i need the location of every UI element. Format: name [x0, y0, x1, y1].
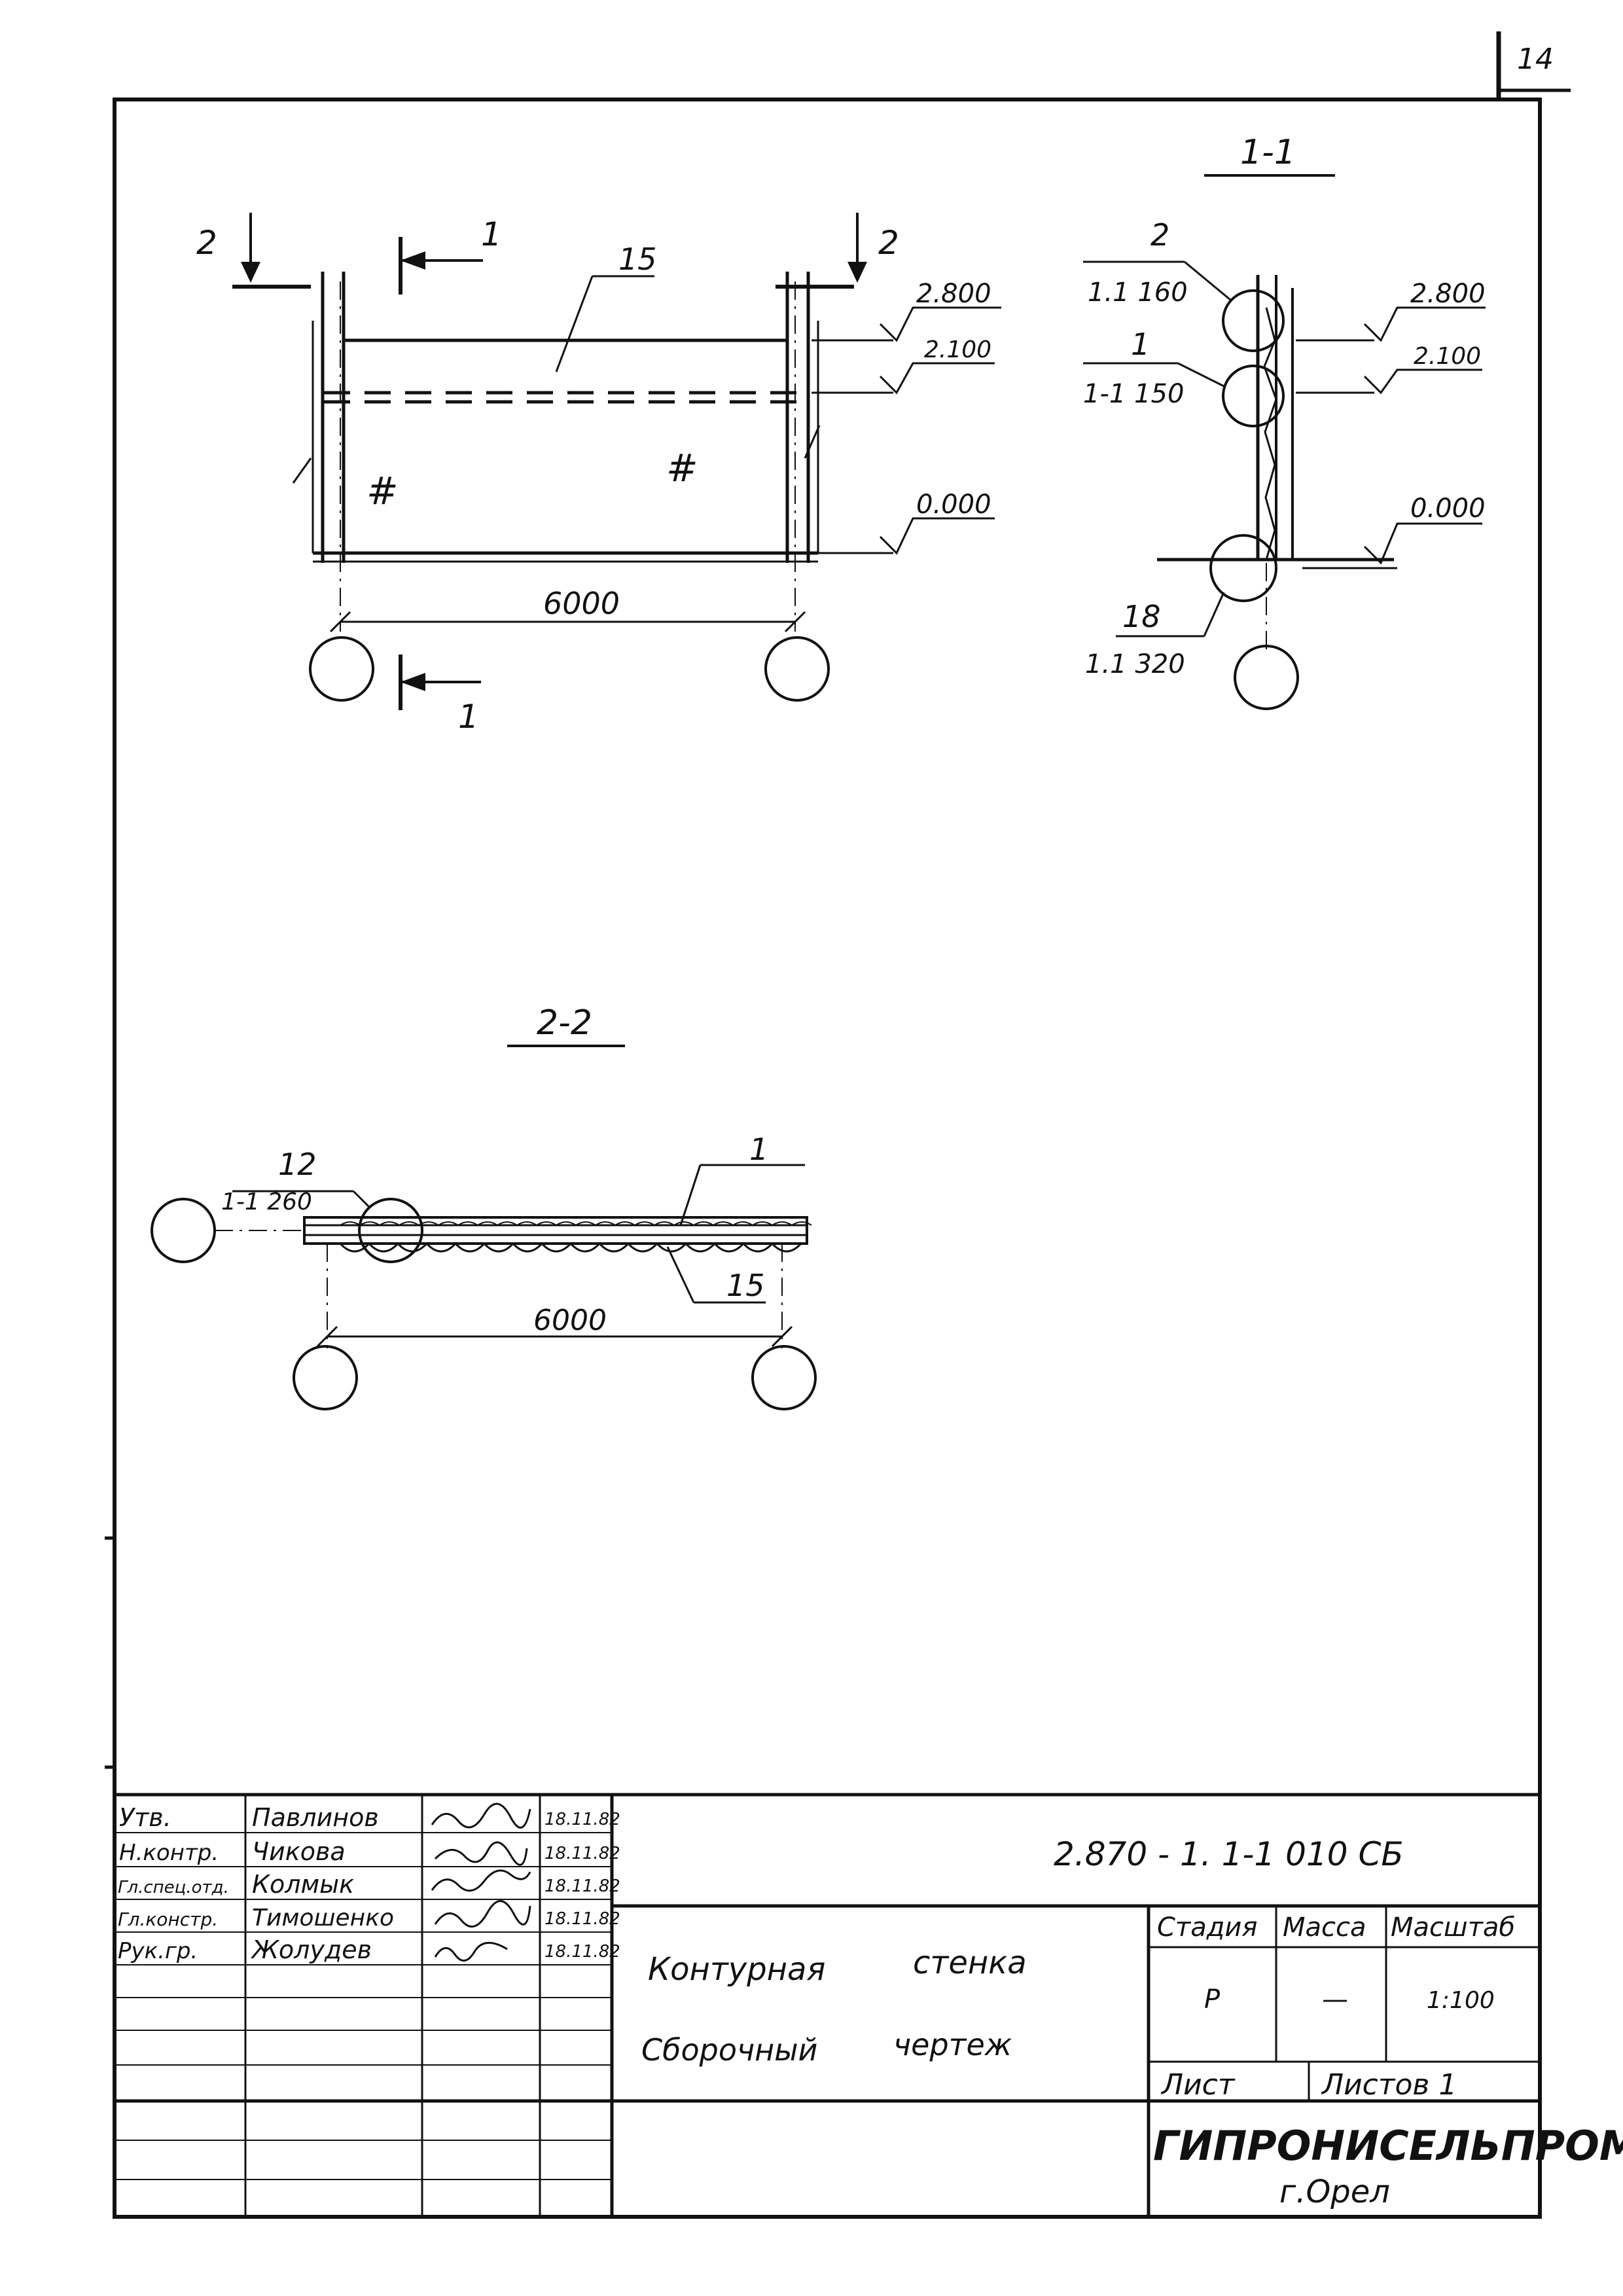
signature-role: Н.контр. — [119, 1840, 219, 1866]
drawing-subtitle-word: Сборочный — [641, 2032, 817, 2068]
signature-name: Чикова — [252, 1837, 346, 1866]
signature-date: 18.11.82 — [544, 1909, 620, 1929]
signature-date: 18.11.82 — [544, 1942, 620, 1962]
signature-role: Рук.гр. — [118, 1938, 198, 1964]
detail-callout-circle — [1222, 365, 1285, 427]
stage-value: Р — [1204, 1984, 1221, 2015]
page-number: 14 — [1517, 43, 1554, 76]
cut-marker-1-bottom: 1 — [458, 698, 479, 736]
signature-date: 18.11.82 — [544, 1876, 620, 1896]
level-mark-mid: 2.100 — [1414, 343, 1481, 370]
sheet-label: Лист — [1160, 2068, 1236, 2102]
signature-date: 18.11.82 — [544, 1810, 620, 1829]
detail-callout-circle — [1222, 289, 1285, 352]
part-number-label: 15 — [618, 242, 657, 277]
part-number-label: 15 — [726, 1268, 765, 1303]
axis-bubble — [751, 1345, 817, 1410]
signature-date: 18.11.82 — [544, 1844, 620, 1863]
hatch-symbol: # — [666, 446, 698, 490]
detail-callout-ref: 1.1 320 — [1085, 649, 1185, 679]
part-number-label: 1 — [749, 1132, 768, 1167]
signature-role: Гл.спец.отд. — [118, 1878, 229, 1897]
section-2-2-view — [151, 1045, 817, 1410]
organization-city: г.Орел — [1279, 2174, 1390, 2210]
signature-name: Тимошенко — [252, 1905, 394, 1931]
signature-name: Жолудев — [251, 1935, 372, 1964]
detail-callout-ref: 1.1 160 — [1088, 278, 1188, 308]
drawing-subtitle-word: чертеж — [893, 2027, 1012, 2062]
sheet-frame — [105, 31, 1571, 2219]
axis-bubble — [764, 636, 830, 702]
level-mark-top: 2.800 — [916, 279, 991, 309]
level-mark-zero: 0.000 — [1410, 493, 1486, 524]
axis-bubble — [1234, 645, 1299, 710]
document-code: 2.870 - 1. 1-1 010 СБ — [1054, 1835, 1404, 1873]
detail-callout-number: 2 — [1150, 217, 1169, 253]
title-block — [115, 1793, 1540, 2217]
detail-callout-ref: 1-1 150 — [1083, 379, 1184, 409]
cut-marker-2-right: 2 — [878, 224, 899, 262]
signature-role: Гл.констр. — [118, 1909, 218, 1930]
detail-callout-ref: 1-1 260 — [221, 1189, 312, 1215]
cut-marker-2-left: 2 — [196, 224, 217, 262]
drawing-title-word: Контурная — [648, 1951, 825, 1988]
main-elevation-view: # # — [232, 213, 1001, 710]
signature-table: Утв. Павлинов 18.11.82 Н.контр. Чикова 1… — [118, 1803, 620, 1964]
axis-bubble — [309, 636, 374, 702]
detail-callout-number: 12 — [278, 1147, 317, 1182]
signature-name: Павлинов — [252, 1803, 379, 1832]
section-2-2-title: 2-2 — [537, 1003, 592, 1043]
section-1-1-view — [1083, 174, 1486, 710]
drawing-title-word: стенка — [913, 1945, 1027, 1981]
mass-column-header: Масса — [1283, 1912, 1366, 1943]
hatch-symbol: # — [366, 469, 399, 513]
detail-callout-number: 1 — [1131, 327, 1150, 362]
scale-value: 1:100 — [1427, 1987, 1495, 2014]
axis-bubble — [293, 1345, 358, 1410]
signature-name: Колмык — [252, 1870, 354, 1899]
detail-callout-number: 18 — [1122, 599, 1161, 634]
stage-column-header: Стадия — [1157, 1912, 1257, 1943]
level-mark-top: 2.800 — [1410, 279, 1486, 309]
dimension-label: 6000 — [533, 1304, 607, 1337]
cut-marker-1-top: 1 — [481, 215, 502, 253]
scale-column-header: Масштаб — [1391, 1912, 1515, 1943]
level-mark-zero: 0.000 — [916, 490, 991, 520]
detail-callout-circle — [358, 1198, 423, 1263]
mass-value: — — [1322, 1984, 1348, 2015]
level-mark-mid: 2.100 — [924, 336, 991, 363]
section-1-1-title: 1-1 — [1240, 133, 1296, 172]
signature-role: Утв. — [119, 1803, 171, 1832]
axis-bubble — [151, 1198, 216, 1263]
detail-callout-circle — [1209, 534, 1277, 602]
organization-name: ГИПРОНИСЕЛЬПРОМ — [1153, 2122, 1623, 2170]
dimension-label: 6000 — [543, 586, 620, 621]
sheets-count-label: Листов 1 — [1321, 2068, 1457, 2102]
